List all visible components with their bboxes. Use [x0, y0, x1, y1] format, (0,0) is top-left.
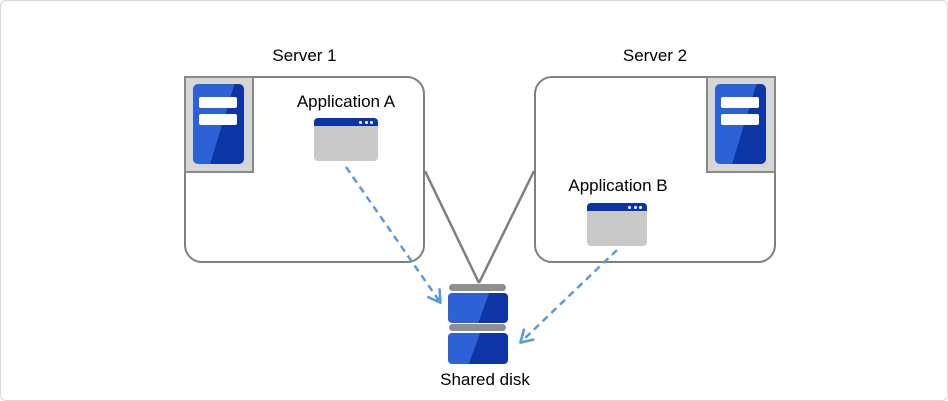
titlebar-dot [364, 120, 368, 124]
application-a-label: Application A [296, 92, 396, 111]
server-slot [199, 114, 237, 125]
server-chassis [193, 84, 244, 164]
server2-tower-server-icon [706, 76, 776, 173]
window-titlebar [314, 118, 378, 126]
server1-title: Server 1 [272, 46, 337, 65]
server-slot [199, 97, 237, 108]
disk-cap [449, 324, 506, 331]
server1-disk-line [423, 170, 481, 284]
titlebar-dot [639, 205, 642, 209]
disk-cap [449, 284, 506, 291]
disk-platter [448, 293, 508, 323]
disk-platter [448, 333, 508, 364]
server1-tower-server-icon [184, 76, 254, 173]
window-titlebar [587, 203, 647, 211]
server-slot [721, 97, 759, 108]
server2-title: Server 2 [622, 46, 688, 65]
titlebar-dot [628, 205, 631, 209]
titlebar-dot [370, 120, 373, 124]
server2-disk-line [477, 170, 536, 284]
shared-disk-label: Shared disk [440, 370, 530, 389]
app-b-to-disk-arrow [519, 249, 618, 344]
application-b-label: Application B [568, 176, 668, 195]
server-chassis [715, 84, 766, 164]
titlebar-dot [633, 205, 637, 209]
application-a-window-icon [314, 118, 378, 161]
application-b-window-icon [587, 203, 647, 246]
app-a-to-disk-arrow [344, 166, 442, 304]
titlebar-dot [359, 120, 362, 124]
server-slot [721, 114, 759, 125]
shared-disk-icon [448, 284, 508, 364]
